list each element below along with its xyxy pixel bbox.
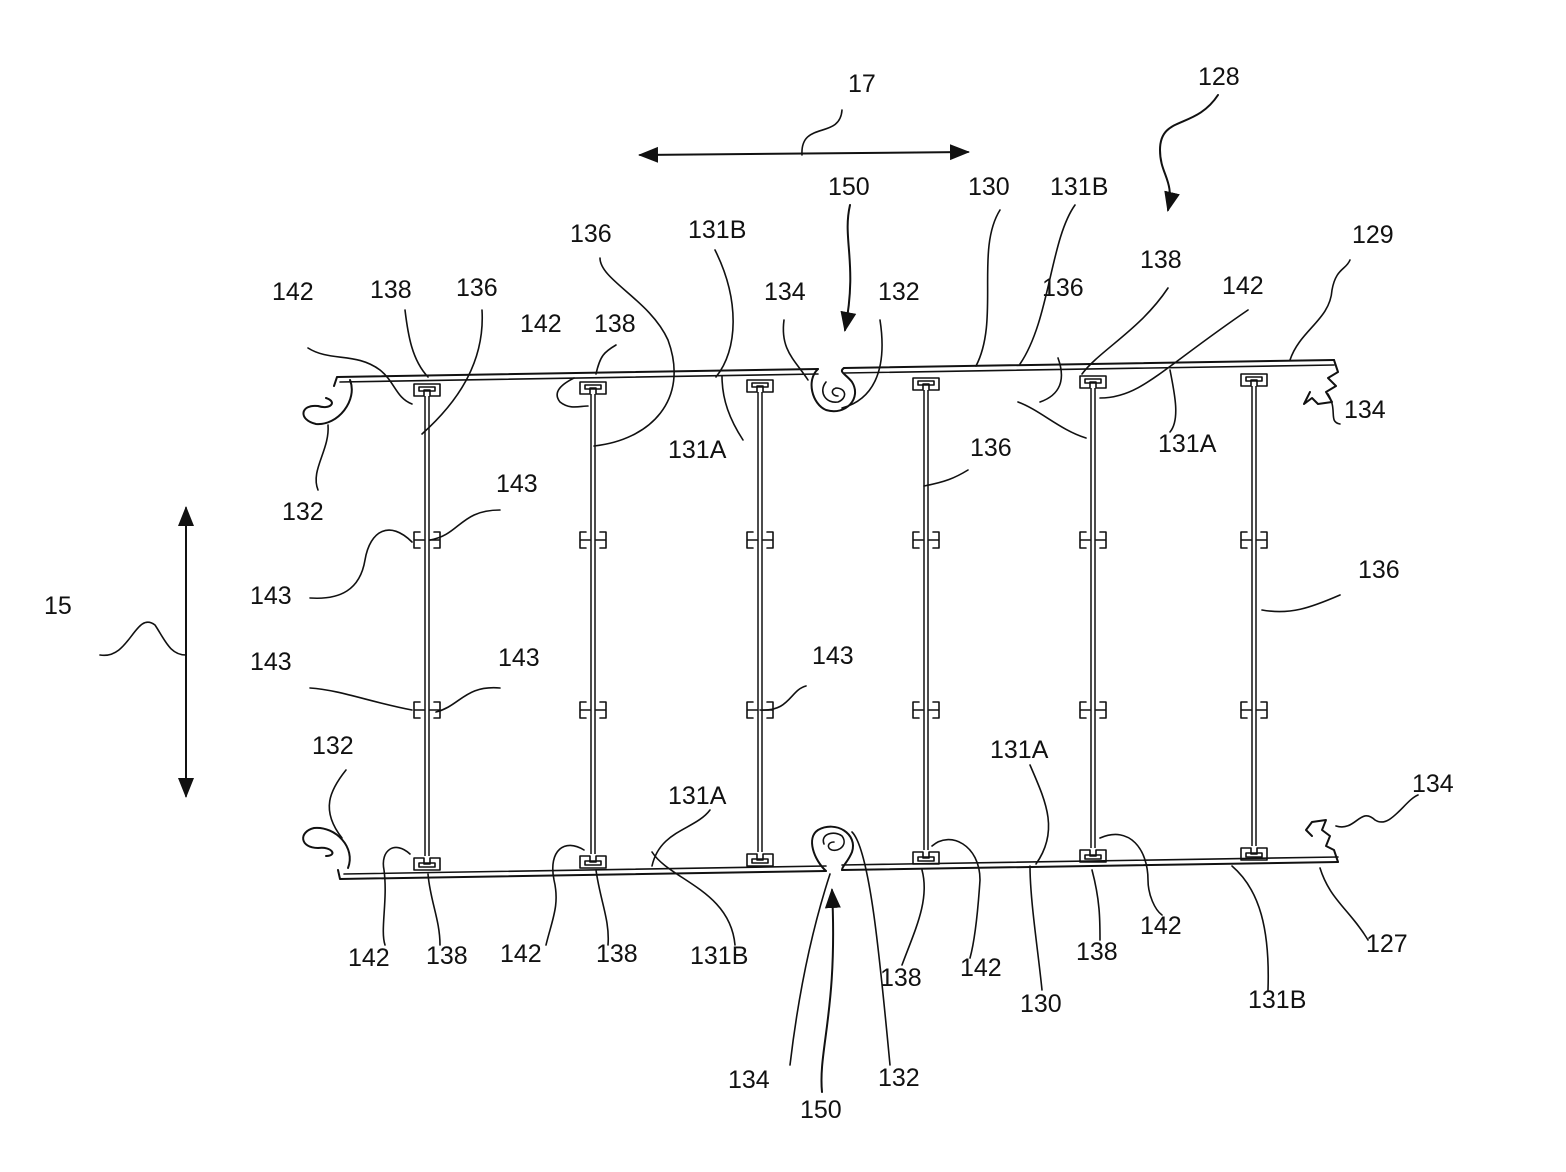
ref-128: 128: [1198, 63, 1240, 91]
vertical-rod-5: [1080, 376, 1106, 862]
ref-138-top-right: 138: [1140, 246, 1182, 274]
seam-pointer-arrow-top: [845, 205, 850, 330]
ref-143-d: 143: [498, 644, 540, 672]
ref-136-d: 136: [970, 434, 1012, 462]
top-clip: [580, 382, 606, 394]
ref-138-bottom-3: 138: [880, 964, 922, 992]
top-clip: [1080, 376, 1106, 388]
horizontal-direction-arrow: [640, 152, 968, 155]
ref-129: 129: [1352, 221, 1394, 249]
ref-136-b: 136: [456, 274, 498, 302]
ref-134-bottom-right: 134: [1412, 770, 1454, 798]
ref-127: 127: [1366, 930, 1408, 958]
bottom-clip: [580, 856, 606, 868]
ref-143-e: 143: [812, 642, 854, 670]
ref-134-top-center: 134: [764, 278, 806, 306]
ref-131a-top-left: 131A: [668, 436, 727, 464]
top-clip: [414, 384, 440, 396]
vertical-rods: [414, 374, 1267, 870]
ref-136-e: 136: [1358, 556, 1400, 584]
ref-143-b: 143: [250, 582, 292, 610]
vertical-rod-2: [580, 382, 606, 868]
left-hook-bottom: [303, 828, 350, 868]
ref-134-bottom-center: 134: [728, 1066, 770, 1094]
vertical-rod-4: [913, 378, 939, 864]
mid-bracket-2: [913, 702, 939, 718]
mid-bracket-1: [414, 532, 440, 548]
ref-130-bottom: 130: [1020, 990, 1062, 1018]
center-joint-top-inner: [823, 382, 845, 402]
bottom-clip: [747, 854, 773, 866]
right-break-bottom: [1306, 820, 1338, 862]
ref-131b-top-right: 131B: [1050, 173, 1108, 201]
seam-pointer-arrow-bottom: [821, 890, 833, 1092]
right-break-top: [1304, 360, 1338, 404]
ref-17: 17: [848, 70, 876, 98]
ref-143-a: 143: [496, 470, 538, 498]
vertical-rod-1: [414, 384, 440, 870]
ref-136-a: 136: [570, 220, 612, 248]
ref-150-bottom: 150: [800, 1096, 842, 1124]
mid-bracket-1: [580, 532, 606, 548]
ref-142-top-2: 142: [520, 310, 562, 338]
mid-bracket-2: [1241, 702, 1267, 718]
ref-131b-bottom-left: 131B: [690, 942, 748, 970]
ref-131a-bottom-right: 131A: [990, 736, 1049, 764]
top-clip: [747, 380, 773, 392]
left-hook-top: [303, 380, 351, 424]
ref-142-bottom-3: 142: [960, 954, 1002, 982]
ref-138-bottom-2: 138: [596, 940, 638, 968]
bottom-face-left-panel: [338, 870, 826, 879]
mid-bracket-1: [747, 532, 773, 548]
mid-bracket-2: [1080, 702, 1106, 718]
assembly-pointer-arrow: [1160, 95, 1218, 210]
mid-bracket-2: [414, 702, 440, 718]
ref-132-top-center: 132: [878, 278, 920, 306]
ref-142-bottom-4: 142: [1140, 912, 1182, 940]
mid-bracket-1: [1241, 532, 1267, 548]
ref-131a-top-right: 131A: [1158, 430, 1217, 458]
ref-150-top: 150: [828, 173, 870, 201]
top-clip: [1241, 374, 1267, 386]
ref-134-top-right: 134: [1344, 396, 1386, 424]
ref-132-left-bottom: 132: [312, 732, 354, 760]
ref-142-top-1: 142: [272, 278, 314, 306]
reference-labels: 17 128 150 130 131B 136 131B 129 138 142…: [44, 63, 1454, 1124]
ref-132-left-top: 132: [282, 498, 324, 526]
ref-138-top-2: 138: [594, 310, 636, 338]
ref-132-bottom-center: 132: [878, 1064, 920, 1092]
ref-130-top: 130: [968, 173, 1010, 201]
ref-131a-bottom-left: 131A: [668, 782, 727, 810]
bottom-clip: [414, 858, 440, 870]
vertical-rod-6: [1241, 374, 1267, 860]
ref-142-bottom-1: 142: [348, 944, 390, 972]
ref-131b-top-left: 131B: [688, 216, 746, 244]
ref-138-top-1: 138: [370, 276, 412, 304]
ref-138-bottom-1: 138: [426, 942, 468, 970]
top-clip: [913, 378, 939, 390]
mid-bracket-2: [580, 702, 606, 718]
ref-15: 15: [44, 592, 72, 620]
ref-138-bottom-4: 138: [1076, 938, 1118, 966]
mid-bracket-1: [913, 532, 939, 548]
ref-142-top-right: 142: [1222, 272, 1264, 300]
leader-lines: [100, 110, 1418, 1065]
ref-131b-bottom-right: 131B: [1248, 986, 1306, 1014]
bottom-clip: [913, 852, 939, 864]
ref-136-c: 136: [1042, 274, 1084, 302]
ref-143-c: 143: [250, 648, 292, 676]
ref-142-bottom-2: 142: [500, 940, 542, 968]
mid-bracket-1: [1080, 532, 1106, 548]
vertical-rod-3: [747, 380, 773, 866]
center-joint-bottom-inner: [823, 833, 844, 850]
